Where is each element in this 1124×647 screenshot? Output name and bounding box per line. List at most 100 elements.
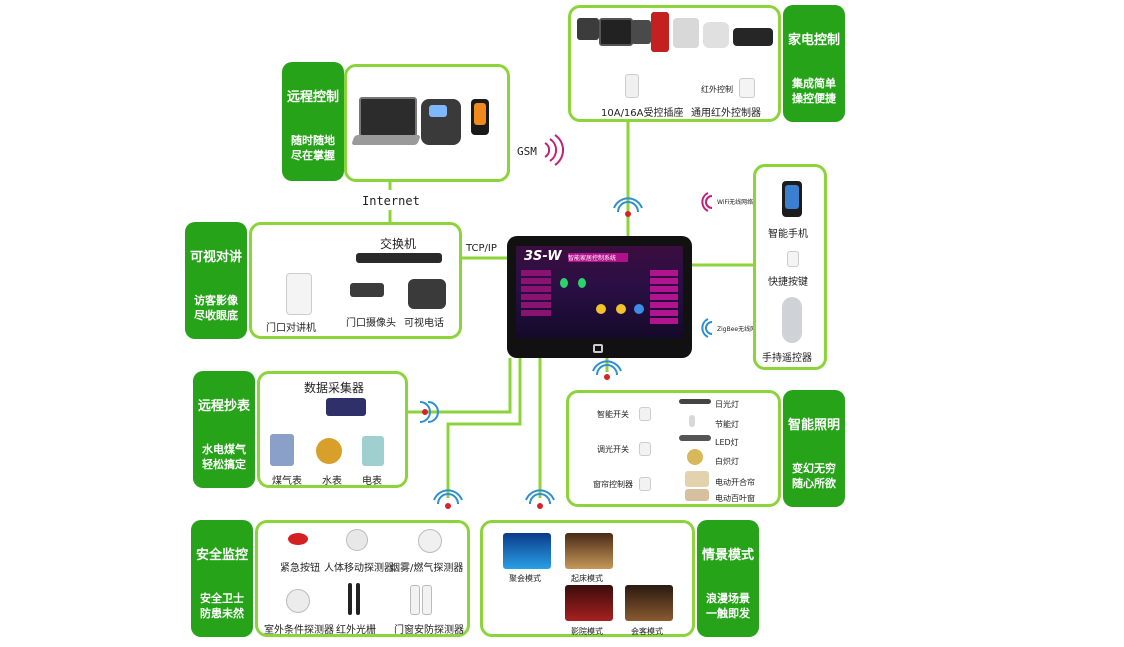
meter-tag: 远程抄表 水电煤气 轻松搞定 [193,371,255,488]
home-button[interactable] [593,344,603,353]
security-device-label: 人体移动探测器 [324,563,394,574]
door-camera-icon [350,283,384,297]
scene-mode-label: 影院模式 [571,627,603,636]
remote-control-panel [344,64,510,182]
remote-control-slogan-1: 随时随地 [291,134,335,147]
scene-tag: 情景模式 浪漫场景 一触即发 [697,520,759,637]
lighting-slogan-2: 随心所欲 [792,477,836,490]
desk-phone-screen [429,105,447,117]
meter-slogan-2: 轻松搞定 [202,458,246,471]
security-device-label: 室外条件探测器 [264,625,334,636]
door-sensor-icon [422,585,432,615]
ir-tag: 红外控制 [701,85,733,94]
laptop-icon [359,97,417,137]
door-intercom-icon [286,273,312,315]
collector-label: 数据采集器 [304,381,365,395]
remote-control-slogan-2: 尽在掌握 [291,149,335,162]
mobile-device-label: 手持遥控器 [762,353,812,364]
lighting-control-label: 智能开关 [597,410,629,419]
intercom-panel: 交换机 门口对讲机 门口摄像头 可视电话 [249,222,462,339]
mobile-device-label: 智能手机 [768,229,808,240]
lighting-control-label: 调光开关 [597,445,629,454]
switch-label: 交换机 [380,237,417,251]
wakeup-mode-image [565,533,613,569]
security-device-label: 烟雾/燃气探测器 [390,563,464,574]
washing-machine-icon [673,18,699,48]
ir-label: 通用红外控制器 [691,108,761,119]
dimmer-switch-icon [639,442,651,456]
internet-label: Internet [362,194,420,208]
scene-mode-label: 聚会模式 [509,574,541,583]
smartphone-screen [785,185,799,209]
lighting-tag: 智能照明 变幻无穷 随心所欲 [783,390,845,507]
rice-cooker-icon [703,22,729,48]
lighting-panel: 智能开关 调光开关 窗帘控制器 日光灯 节能灯 LED灯 白炽灯 电动开合帘 电… [566,390,781,507]
ir-beam-icon [356,583,360,615]
projector-icon [733,28,773,46]
appliance-tag: 家电控制 集成简单 操控便捷 [783,5,845,122]
appliance-panel: 10A/16A受控插座 红外控制 通用红外控制器 [568,5,781,122]
motor-curtain-icon [685,471,709,487]
intercom-title: 可视对讲 [189,250,242,265]
meter-device-label: 煤气表 [272,476,302,487]
security-device-label: 红外光栅 [336,625,376,636]
electric-meter-icon [362,436,384,466]
scene-slogan-2: 一触即发 [706,607,750,620]
security-device-label: 紧急按钮 [280,563,320,574]
intercom-device-label: 可视电话 [404,318,444,329]
motion-detector-icon [346,529,368,551]
tv-icon [599,18,633,46]
wifi-label: WiFi无线网络 [717,199,754,206]
lighting-output-label: 日光灯 [715,400,739,409]
meter-device-label: 电表 [362,476,382,487]
meter-panel: 数据采集器 煤气表 水表 电表 [257,371,408,488]
wifi-icon [433,489,463,509]
wifi-icon [419,401,439,423]
shortcut-key-icon [787,251,799,267]
mobile-phone-screen [474,103,486,125]
socket-icon [625,74,639,98]
gsm-label: GSM [517,145,537,158]
panel-subtitle: 智能家居控制系统 [568,253,628,262]
panel-icon [596,304,606,314]
intercom-tag: 可视对讲 访客影像 尽收眼底 [185,222,247,339]
incandescent-lamp-icon [687,449,703,465]
panel-icon [578,278,586,288]
door-sensor-icon [410,585,420,615]
tcpip-label: TCP/IP [466,243,497,254]
lighting-control-label: 窗帘控制器 [593,480,633,489]
led-lamp-icon [679,435,711,441]
motor-blind-icon [685,489,709,501]
smoke-detector-icon [418,529,442,553]
handheld-remote-icon [782,297,802,343]
fluorescent-lamp-icon [679,399,711,404]
panel-icon [634,304,644,314]
panel-icon [616,304,626,314]
scene-title: 情景模式 [701,548,754,563]
appliance-slogan-1: 集成简单 [792,77,836,90]
panel-menu-left [521,270,551,318]
outdoor-detector-icon [286,589,310,613]
scene-slogan-1: 浪漫场景 [706,592,750,605]
security-panel: 紧急按钮 人体移动探测器 烟雾/燃气探测器 室外条件探测器 红外光栅 门窗安防探… [255,520,470,637]
meter-device-label: 水表 [322,476,342,487]
cinema-mode-image [565,585,613,621]
smart-switch-icon [639,407,651,421]
energy-saving-lamp-icon [689,415,695,427]
zigbee-label: ZigBee无线网络 [717,326,763,333]
security-slogan-1: 安全卫士 [200,592,244,605]
wifi-icon [592,360,622,380]
intercom-slogan-1: 访客影像 [194,294,238,307]
remote-control-title: 远程控制 [286,90,339,105]
refrigerator-icon [651,12,669,52]
gsm-signal-icon [544,134,564,166]
ir-controller-icon [739,78,755,98]
curtain-controller-icon [639,477,651,491]
lighting-output-label: 节能灯 [715,420,739,429]
wifi-signal-icon [701,192,713,212]
stereo-icon [577,18,599,40]
panel-icon [560,278,568,288]
gas-meter-icon [270,434,294,466]
